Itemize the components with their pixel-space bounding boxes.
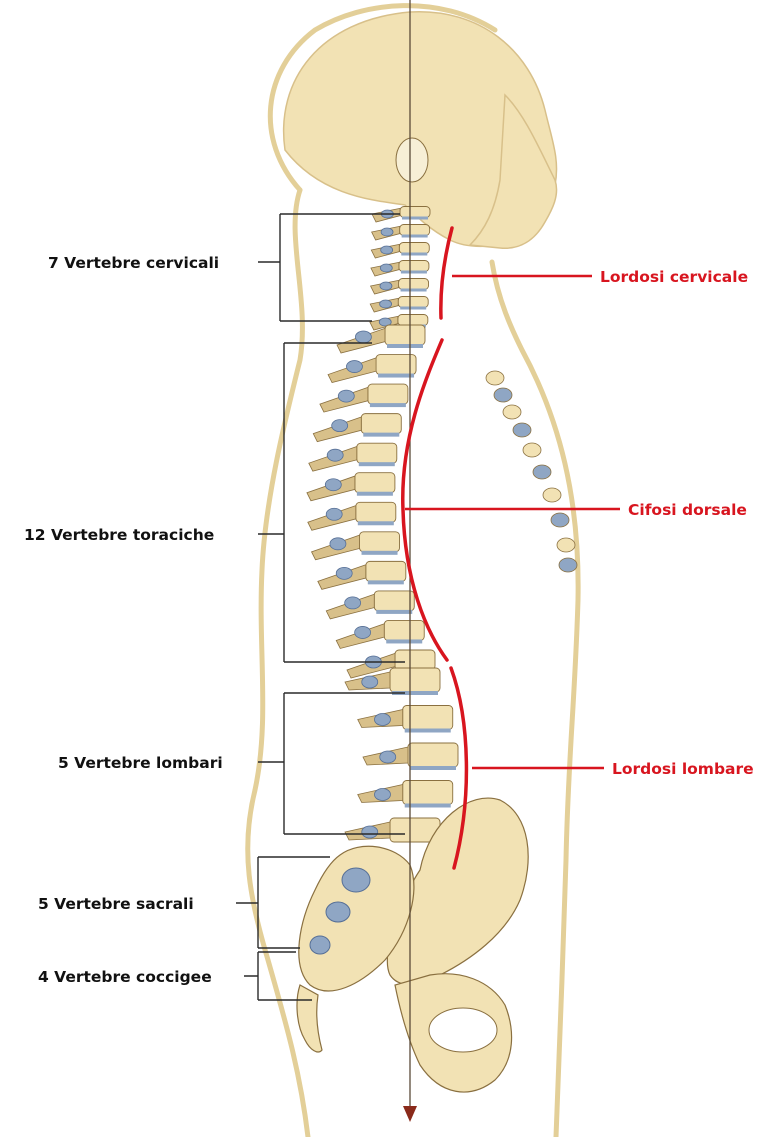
vertebra-body (400, 225, 430, 236)
vertebra-body (357, 443, 397, 463)
label-cervical-vertebrae: 7 Vertebre cervicali (48, 254, 219, 272)
label-cervical-lordosis: Lordosi cervicale (600, 268, 748, 286)
sternum (486, 371, 577, 572)
vertebra-facet (374, 714, 390, 726)
vertebra-facet (362, 826, 378, 838)
intervertebral-disc (401, 253, 427, 256)
vertebra-facet (336, 567, 352, 579)
vertebra-facet (325, 479, 341, 491)
vertebra-body (399, 261, 429, 272)
intervertebral-disc (402, 217, 428, 220)
vertebra-facet (338, 390, 354, 402)
label-lumbar-vertebrae: 5 Vertebre lombari (58, 754, 223, 772)
rib-cartilage (559, 558, 577, 572)
vertebra-body (368, 384, 408, 404)
vertebra-body (385, 325, 425, 345)
label-thoracic-kyphosis: Cifosi dorsale (628, 501, 747, 519)
vertebra-body (408, 743, 458, 767)
cervical-lordosis-curve (441, 228, 452, 318)
vertebra-body (398, 297, 428, 308)
label-lumbar-lordosis: Lordosi lombare (612, 760, 754, 778)
vertebra-facet (380, 264, 392, 272)
vertebra-facet (346, 361, 362, 373)
coccyx (297, 985, 322, 1052)
vertebra-facet (355, 626, 371, 638)
intervertebral-disc (359, 462, 395, 466)
vertebra-body (399, 279, 429, 290)
vertebra-body (399, 243, 429, 254)
rib-cartilage (513, 423, 531, 437)
vertebra-facet (362, 676, 378, 688)
intervertebral-disc (401, 271, 427, 274)
vertebra-body (360, 532, 400, 552)
rib-cartilage (543, 488, 561, 502)
intervertebral-disc (368, 580, 404, 584)
rib-cartilage (494, 388, 512, 402)
intervertebral-disc (386, 639, 422, 643)
vertebra-body (356, 502, 396, 522)
intervertebral-disc (362, 551, 398, 555)
vertebra-facet (380, 300, 392, 308)
vertebra-body (395, 650, 435, 670)
vertebra-body (390, 668, 440, 692)
rib-cartilage (503, 405, 521, 419)
label-sacral-vertebrae: 5 Vertebre sacrali (38, 895, 194, 913)
plumb-line-arrow-icon (403, 1106, 417, 1122)
vertebra-facet (345, 597, 361, 609)
sacral-foramen (310, 936, 330, 954)
vertebra-facet (380, 751, 396, 763)
intervertebral-disc (410, 766, 456, 770)
intervertebral-disc (400, 307, 426, 310)
obturator-foramen (429, 1008, 497, 1052)
vertebra-facet (374, 789, 390, 801)
vertebra-facet (381, 228, 393, 236)
curvature-labels: Lordosi cervicale Cifosi dorsale Lordosi… (600, 268, 754, 778)
vertebra-body (400, 207, 430, 218)
intervertebral-disc (363, 433, 399, 437)
intervertebral-disc (370, 403, 406, 407)
intervertebral-disc (401, 289, 427, 292)
vertebral-column (307, 207, 458, 843)
intervertebral-disc (357, 492, 393, 496)
label-thoracic-vertebrae: 12 Vertebre toraciche (24, 526, 214, 544)
sacral-foramen (342, 868, 370, 892)
vertebra-body (398, 315, 428, 326)
vertebra-count-labels: 7 Vertebre cervicali 12 Vertebre toracic… (24, 254, 223, 986)
vertebra-facet (327, 449, 343, 461)
rib-cartilage (533, 465, 551, 479)
rib-cartilage (486, 371, 504, 385)
vertebra-body (355, 473, 395, 493)
label-coccygeal-vertebrae: 4 Vertebre coccigee (38, 968, 212, 986)
intervertebral-disc (387, 344, 423, 348)
intervertebral-disc (358, 521, 394, 525)
rib-cartilage (523, 443, 541, 457)
rib-cartilage (551, 513, 569, 527)
ear-canal (396, 138, 428, 182)
vertebra-body (374, 591, 414, 611)
vertebra-facet (381, 246, 393, 254)
intervertebral-disc (405, 804, 451, 808)
rib-cartilage (557, 538, 575, 552)
vertebra-facet (330, 538, 346, 550)
vertebra-facet (332, 420, 348, 432)
intervertebral-disc (378, 374, 414, 378)
intervertebral-disc (376, 610, 412, 614)
intervertebral-disc (402, 235, 428, 238)
vertebra-facet (380, 282, 392, 290)
vertebra-facet (355, 331, 371, 343)
vertebra-body (361, 414, 401, 434)
vertebra-facet (326, 508, 342, 520)
vertebra-body (384, 620, 424, 640)
sacral-foramen (326, 902, 350, 922)
intervertebral-disc (405, 729, 451, 733)
vertebra-body (366, 561, 406, 581)
